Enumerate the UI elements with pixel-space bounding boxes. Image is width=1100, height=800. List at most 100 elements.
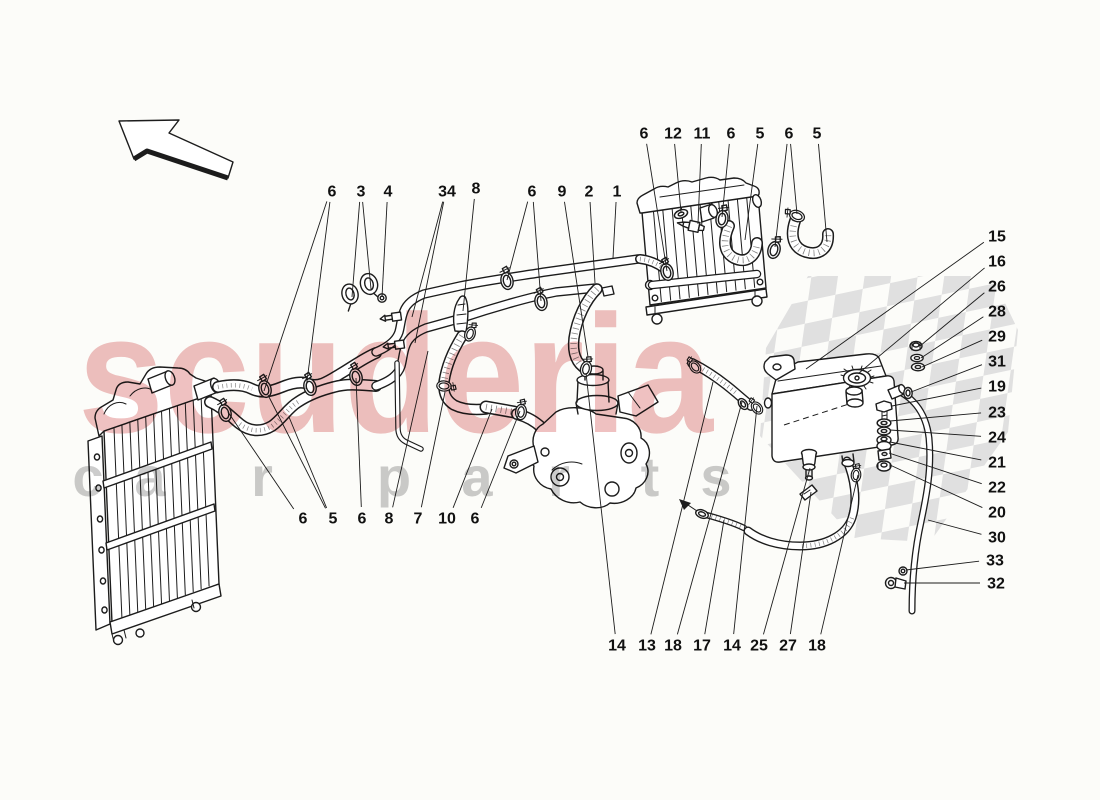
part-number-callout: 6 xyxy=(785,126,794,143)
leader-line xyxy=(532,201,542,302)
expansion-tank xyxy=(743,353,934,615)
part-number-callout: 29 xyxy=(988,329,1006,346)
leader-line xyxy=(921,339,983,368)
leader-line xyxy=(392,350,429,508)
leader-line xyxy=(697,143,702,225)
part-number-callout: 33 xyxy=(986,553,1004,570)
part-number-callout: 5 xyxy=(756,126,765,143)
watermark-sub-letter: t xyxy=(641,445,660,508)
leader-line xyxy=(910,364,983,393)
leader-line xyxy=(733,405,758,635)
part-number-callout: 14 xyxy=(723,638,741,655)
leader-lines xyxy=(227,143,985,635)
part-number-callout: 6 xyxy=(358,511,367,528)
leader-line xyxy=(612,201,617,259)
watermark-sub-letter: c xyxy=(72,445,103,508)
watermark-sub-letter: s xyxy=(700,445,731,508)
leader-line xyxy=(564,201,589,358)
part-number-callout: 3 xyxy=(357,184,366,201)
leader-line xyxy=(506,201,529,281)
watermark-sub-letter: r xyxy=(548,445,570,508)
leader-line xyxy=(674,143,682,213)
part-number-callout: 21 xyxy=(988,455,1006,472)
leader-line xyxy=(789,491,812,635)
part-number-callout: 8 xyxy=(472,181,481,198)
fasteners-and-small-parts xyxy=(214,203,926,590)
part-number-callout: 28 xyxy=(988,304,1006,321)
part-number-callout: 14 xyxy=(608,638,626,655)
leader-line xyxy=(927,519,982,535)
part-number-callout: 18 xyxy=(664,638,682,655)
leader-line xyxy=(805,241,985,370)
watermark-brand-text: scuderia xyxy=(78,280,714,468)
part-number-callout: 6 xyxy=(528,184,537,201)
leader-line xyxy=(362,201,372,290)
leader-line xyxy=(227,411,295,510)
direction-arrow-icon xyxy=(118,119,234,181)
leader-line xyxy=(889,441,982,461)
part-number-callout: 6 xyxy=(299,511,308,528)
part-number-callout: 20 xyxy=(988,505,1006,522)
watermark-sub-letter: p xyxy=(377,445,411,508)
part-number-callout: 10 xyxy=(438,511,456,528)
part-number-callout: 26 xyxy=(988,279,1006,296)
leader-line xyxy=(420,391,446,508)
leader-line xyxy=(889,464,983,508)
watermark-sub-letter: r xyxy=(251,445,273,508)
part-number-callout: 16 xyxy=(988,254,1006,271)
left-radiator xyxy=(87,366,222,646)
part-number-callout: 8 xyxy=(385,511,394,528)
part-number-callout: 9 xyxy=(558,184,567,201)
leader-line xyxy=(288,416,328,509)
leader-line xyxy=(381,201,388,298)
part-number-callout: 23 xyxy=(988,405,1006,422)
leader-line xyxy=(351,201,361,298)
part-number-callout: 19 xyxy=(988,379,1006,396)
part-number-callout: 25 xyxy=(750,638,768,655)
leader-line xyxy=(888,452,982,485)
part-number-callout: 5 xyxy=(813,126,822,143)
leader-line xyxy=(889,429,982,437)
leader-line xyxy=(905,560,980,571)
watermark-sub-letter: a xyxy=(134,445,166,508)
leader-line xyxy=(646,143,668,272)
leader-line xyxy=(919,292,985,347)
leader-line xyxy=(790,143,798,215)
leader-line xyxy=(263,201,328,392)
part-number-callout: 32 xyxy=(987,576,1005,593)
leader-line xyxy=(411,201,444,318)
leader-line xyxy=(650,381,714,635)
part-number-callout: 17 xyxy=(693,638,711,655)
leader-line xyxy=(355,377,362,508)
leader-line xyxy=(920,316,984,359)
leader-line xyxy=(762,467,811,635)
leader-line xyxy=(774,143,788,248)
part-number-callout: 11 xyxy=(694,126,711,143)
water-pump xyxy=(503,365,659,509)
leader-line xyxy=(462,198,475,312)
leader-line xyxy=(891,387,982,407)
part-number-callout: 6 xyxy=(640,126,649,143)
watermark-sub-letter: a xyxy=(461,445,493,508)
part-number-callout: 12 xyxy=(664,126,682,143)
leader-line xyxy=(721,143,730,218)
part-number-callout: 6 xyxy=(328,184,337,201)
part-number-callout: 7 xyxy=(414,511,423,528)
part-number-callout: 6 xyxy=(727,126,736,143)
leader-line xyxy=(480,410,521,509)
part-number-callout: 30 xyxy=(988,530,1006,547)
part-number-callout: 27 xyxy=(779,638,797,655)
part-number-callout: 15 xyxy=(988,229,1006,246)
part-number-callout: 1 xyxy=(613,184,622,201)
leader-line xyxy=(305,201,331,390)
part-number-callout: 24 xyxy=(988,430,1006,447)
leader-line xyxy=(414,201,445,344)
leader-line xyxy=(744,143,759,241)
part-number-callout: 31 xyxy=(988,354,1006,371)
part-number-callout: 34 xyxy=(438,184,456,201)
